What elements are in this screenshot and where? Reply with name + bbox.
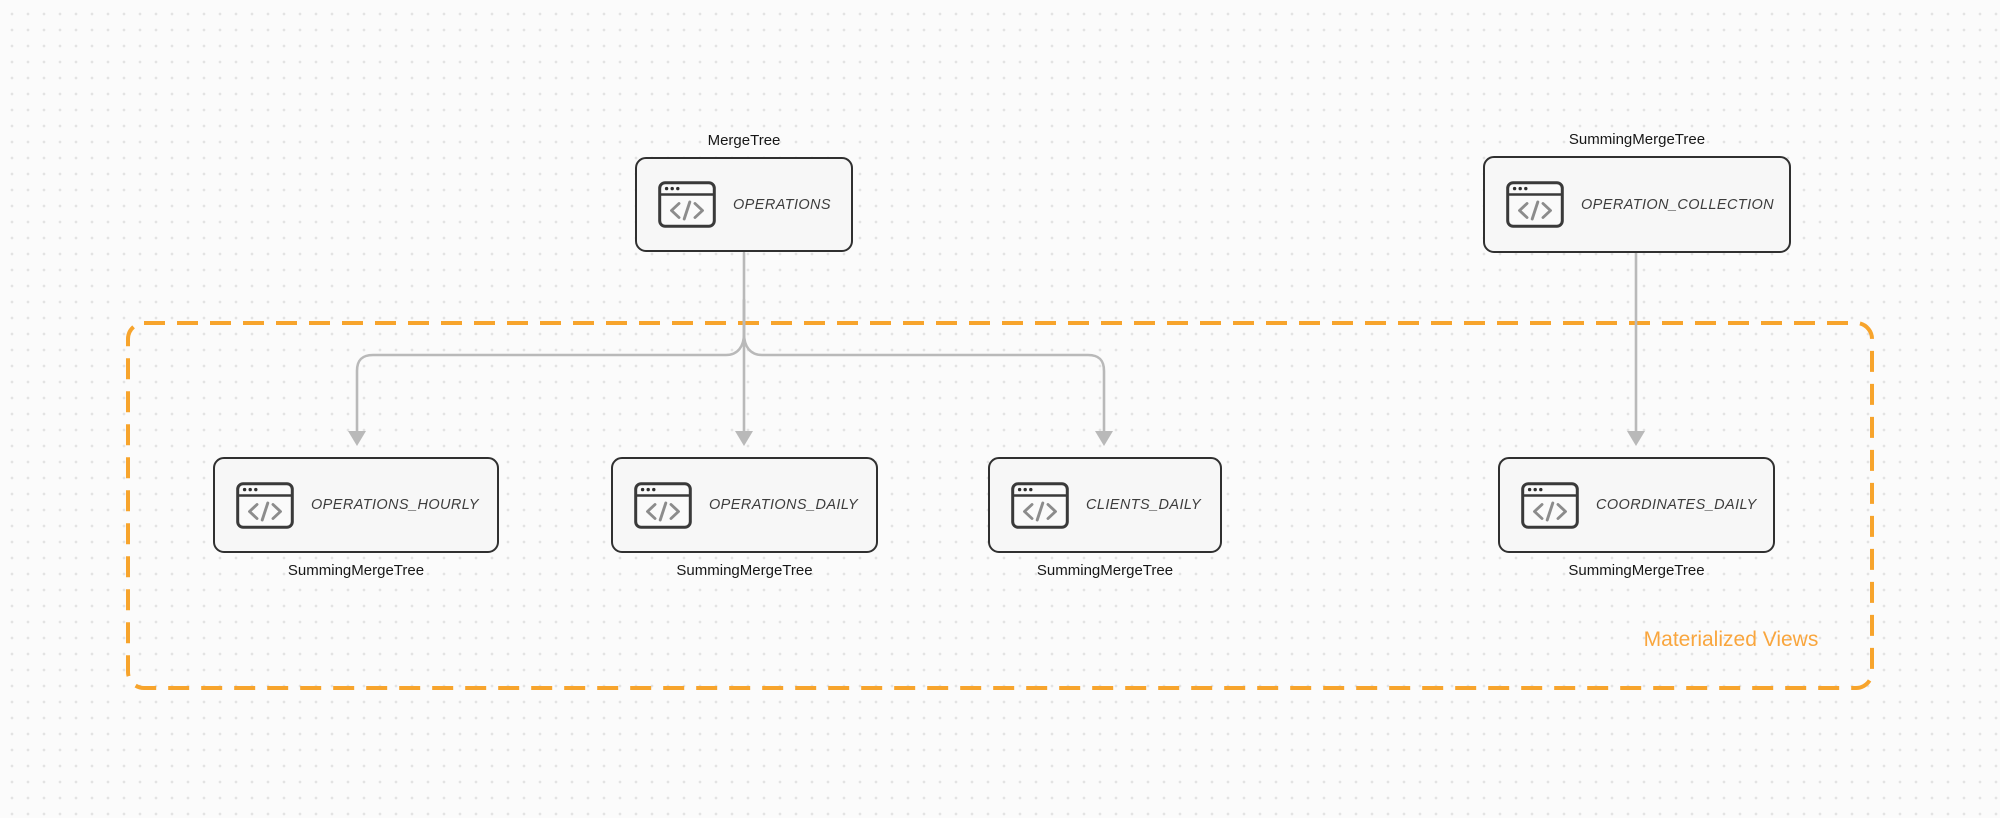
table-name: OPERATIONS_HOURLY	[311, 497, 479, 513]
table-name: OPERATION_COLLECTION	[1581, 196, 1775, 213]
code-window-icon	[1521, 481, 1579, 529]
engine-label: SummingMergeTree	[1036, 562, 1174, 579]
code-window-icon	[658, 181, 716, 228]
node-operations-hourly[interactable]: SummingMergeTree OPERATIONS_HOURLY	[213, 457, 499, 578]
node-operation-collection[interactable]: SummingMergeTree OPERATION_COLLECTION	[1483, 132, 1791, 253]
table-name: CLIENTS_DAILY	[1086, 497, 1202, 513]
table-name: OPERATIONS_DAILY	[709, 497, 859, 513]
engine-label: SummingMergeTree	[287, 562, 425, 579]
code-window-icon	[634, 481, 692, 529]
node-operations[interactable]: MergeTree OPERATIONS	[635, 133, 853, 252]
code-window-icon	[1011, 481, 1069, 529]
arrowhead-operations-daily	[735, 431, 753, 446]
engine-label: MergeTree	[707, 132, 781, 149]
code-window-icon	[1506, 181, 1564, 228]
table-name: COORDINATES_DAILY	[1596, 497, 1757, 513]
edge-operations-to-clients-daily	[742, 298, 1106, 434]
engine-label: SummingMergeTree	[1568, 131, 1706, 148]
code-window-icon	[236, 481, 294, 529]
engine-label: SummingMergeTree	[1568, 562, 1705, 579]
materialized-views-group-label: Materialized Views	[1643, 628, 1819, 651]
node-coordinates-daily[interactable]: SummingMergeTree COORDINATES_DAILY	[1498, 457, 1775, 578]
node-clients-daily[interactable]: SummingMergeTree CLIENTS_DAILY	[988, 457, 1222, 578]
arrowhead-clients-daily	[1095, 431, 1113, 446]
arrowhead-coordinates-daily	[1627, 431, 1645, 446]
arrowhead-operations-hourly	[348, 431, 366, 446]
edge-operations-to-operations-hourly	[355, 298, 746, 434]
engine-label: SummingMergeTree	[676, 562, 813, 579]
table-name: OPERATIONS	[733, 196, 831, 213]
node-operations-daily[interactable]: SummingMergeTree OPERATIONS_DAILY	[611, 457, 878, 578]
